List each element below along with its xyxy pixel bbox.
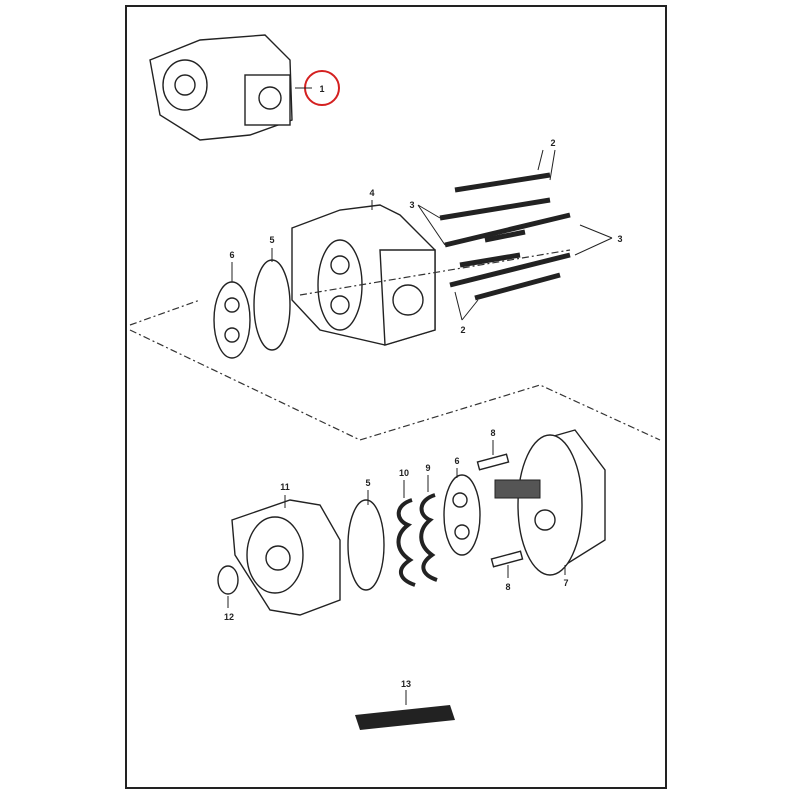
callout-5[interactable]: 5: [269, 235, 274, 245]
callout-3[interactable]: 3: [409, 200, 414, 210]
callout-2[interactable]: 2: [550, 138, 555, 148]
callout-5[interactable]: 5: [365, 478, 370, 488]
o-ring-lower: [347, 499, 385, 591]
front-cover: [231, 499, 341, 616]
kit-13: [355, 705, 455, 730]
callout-4[interactable]: 4: [369, 188, 374, 198]
wear-plate-upper: [213, 281, 251, 359]
wear-plate-lower: [443, 474, 481, 556]
callout-2[interactable]: 2: [460, 325, 465, 335]
callout-13[interactable]: 13: [401, 679, 411, 689]
callout-7[interactable]: 7: [563, 578, 568, 588]
shaft-seal: [217, 565, 239, 595]
callout-3[interactable]: 3: [617, 234, 622, 244]
dowel-pin-upper: [476, 453, 510, 471]
seal-9: [419, 493, 438, 582]
callout-6[interactable]: 6: [229, 250, 234, 260]
o-ring-upper: [253, 259, 291, 351]
callout-11[interactable]: 11: [280, 482, 290, 492]
callout-12[interactable]: 12: [224, 612, 234, 622]
callout-9[interactable]: 9: [425, 463, 430, 473]
diagram-frame: [125, 5, 667, 789]
callout-1[interactable]: 1: [319, 84, 324, 94]
gear-housing: [494, 429, 606, 576]
bolts: [439, 172, 571, 301]
callout-6[interactable]: 6: [454, 456, 459, 466]
callout-8[interactable]: 8: [505, 582, 510, 592]
callout-10[interactable]: 10: [399, 468, 409, 478]
callout-8[interactable]: 8: [490, 428, 495, 438]
dowel-pin-lower: [490, 550, 524, 568]
seal-10: [396, 498, 416, 587]
pump-body: [291, 204, 436, 346]
assembled-pump: [149, 34, 293, 141]
